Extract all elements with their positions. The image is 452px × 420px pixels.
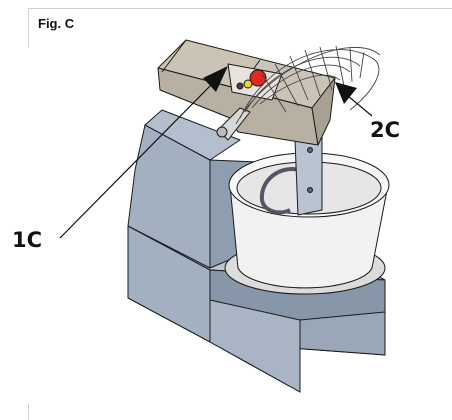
lever-pivot: [216, 126, 228, 138]
dough-hook: [259, 167, 301, 215]
callout-leaders: [59, 66, 373, 239]
callout-1c-label: 1C: [12, 228, 43, 252]
indicator-light-icon: [243, 79, 253, 89]
head-side: [311, 77, 336, 146]
figure-label: Fig. C: [38, 16, 75, 31]
arrow-icon: [335, 82, 357, 104]
leader-1c-line: [59, 81, 215, 239]
safety-guard-grid: [235, 45, 381, 125]
arm-bolt-1: [307, 147, 313, 153]
arrow-icon: [203, 66, 228, 92]
frame-left-line: [28, 8, 29, 48]
column-top: [144, 109, 241, 161]
switch-knob: [236, 82, 244, 90]
leader-2c-line: [347, 95, 373, 117]
frame-left-bottom-line: [28, 404, 29, 420]
frame-top-line: [28, 8, 452, 9]
arm-bolt-2: [307, 187, 313, 193]
head-seam-1: [161, 39, 187, 73]
base-front-lower: [209, 299, 301, 393]
callout-2c-label: 2C: [370, 118, 401, 142]
